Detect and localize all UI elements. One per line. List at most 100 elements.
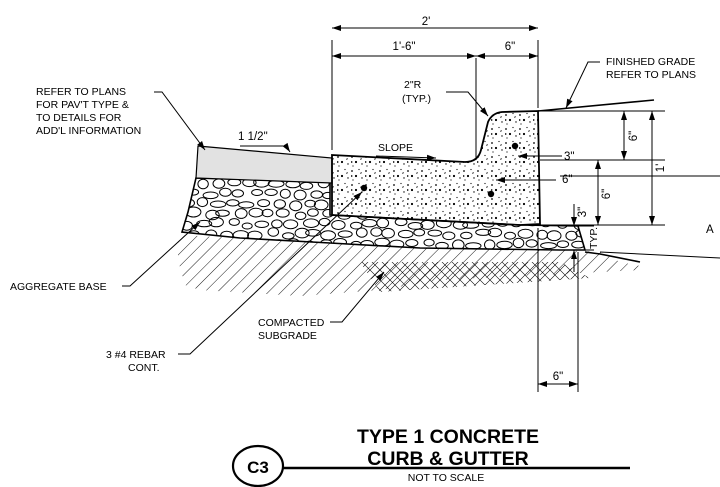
aggregate-stone <box>209 200 227 208</box>
aggregate-stone <box>228 218 240 226</box>
aggregate-stone <box>565 230 578 241</box>
edge-fragment-label: A <box>706 224 714 236</box>
aggregate-stone <box>307 208 319 217</box>
aggregate-stone <box>512 237 525 249</box>
aggregate-stone <box>427 229 443 237</box>
dim-total-depth: 1' <box>655 164 667 173</box>
top-dimensions: 2' 1'-6" 6" <box>331 16 539 160</box>
aggregate-stone <box>540 181 556 190</box>
aggregate-stone <box>261 208 274 218</box>
detail-id: C3 <box>247 458 269 477</box>
aggregate-stone <box>197 178 209 190</box>
aggregate-stone <box>405 239 419 247</box>
dim-rebar-offset-2: 6" <box>562 174 572 186</box>
aggregate-stone <box>310 190 324 199</box>
rebar-line2: CONT. <box>128 362 160 374</box>
compacted-subgrade <box>178 235 720 296</box>
aggregate-stone <box>271 219 283 229</box>
aggregate-stone <box>484 239 496 250</box>
aggregate-stone <box>202 191 219 200</box>
aggregate-stone <box>248 207 264 218</box>
subgrade-line2: SUBGRADE <box>258 330 317 342</box>
aggregate-stone <box>487 227 503 238</box>
aggregate-stone <box>517 228 534 239</box>
aggregate-stone <box>294 227 310 239</box>
aggregate-base-callout: AGGREGATE BASE <box>10 221 201 293</box>
aggregate-stone <box>541 200 556 209</box>
aggregate-stone <box>374 237 390 247</box>
slope-indicator: SLOPE <box>375 142 437 161</box>
radius-label: 2"R <box>404 79 422 91</box>
title-line2: CURB & GUTTER <box>367 448 528 470</box>
aggregate-stone <box>305 229 321 237</box>
aggregate-stone <box>355 227 368 238</box>
aggregate-stone <box>361 219 378 228</box>
title-line1: TYPE 1 CONCRETE <box>357 426 539 448</box>
rebar-offset-dims: 3" 6" <box>496 151 574 186</box>
aggregate-stone <box>573 198 585 207</box>
subgrade-callout: COMPACTED SUBGRADE <box>258 271 385 342</box>
aggregate-stone <box>376 217 390 229</box>
aggregate-stone <box>283 219 299 230</box>
aggregate-stone <box>313 199 329 211</box>
dim-bottom-width: 6" <box>553 371 563 383</box>
aggregate-base-label: AGGREGATE BASE <box>10 281 107 293</box>
aggregate-stone <box>264 188 278 197</box>
aggregate-stone <box>257 199 271 208</box>
aggregate-stone <box>556 240 570 248</box>
aggregate-stone <box>231 189 245 198</box>
refer-line2: FOR PAV'T TYPE & <box>36 99 129 111</box>
aggregate-stone <box>547 189 560 200</box>
aggregate-stone <box>331 220 346 230</box>
aggregate-stone <box>289 200 303 212</box>
aggregate-stone <box>580 188 585 197</box>
aggregate-stone <box>540 242 557 250</box>
dim-typ-3: 3" <box>577 207 589 217</box>
dim-typ-label: TYP. <box>588 227 600 249</box>
aggregate-stone <box>275 208 290 218</box>
concrete-curb-gutter <box>331 110 541 226</box>
aggregate-stone <box>370 227 383 237</box>
dim-base-depth: 6" <box>601 189 613 199</box>
subgrade-line1: COMPACTED <box>258 317 325 329</box>
aggregate-stone <box>546 230 562 242</box>
aggregate-stone <box>423 238 435 247</box>
refer-line3: TO DETAILS FOR <box>36 112 122 124</box>
finished-grade-callout: FINISHED GRADE REFER TO PLANS <box>565 56 696 109</box>
dim-top-overall: 2' <box>422 16 431 28</box>
aggregate-stone <box>208 216 224 228</box>
aggregate-stone <box>299 181 314 190</box>
refer-line4: ADD'L INFORMATION <box>36 125 141 137</box>
aggregate-stone <box>546 210 561 220</box>
refer-line1: REFER TO PLANS <box>36 86 126 98</box>
dim-rebar-offset: 3" <box>564 151 574 163</box>
aggregate-stone <box>182 180 195 189</box>
rebar-line1: 3 #4 REBAR <box>106 349 166 361</box>
radius-callout: 2"R (TYP.) <box>402 79 489 117</box>
pavement-section <box>195 145 333 184</box>
scale-note: NOT TO SCALE <box>408 472 484 484</box>
slope-label: SLOPE <box>378 142 413 154</box>
aggregate-stone <box>294 211 307 221</box>
aggregate-stone <box>304 199 317 208</box>
aggregate-stone <box>226 199 240 207</box>
title-block: TYPE 1 CONCRETE CURB & GUTTER NOT TO SCA… <box>231 426 630 487</box>
dim-curb-height: 6" <box>628 131 640 141</box>
aggregate-stone <box>553 200 568 208</box>
dim-pavement-thickness: 1 1/2" <box>238 131 268 143</box>
aggregate-stone <box>556 219 569 229</box>
aggregate-stone <box>205 209 220 221</box>
aggregate-stone <box>282 232 295 240</box>
aggregate-stone <box>496 240 513 250</box>
rebar-callout: 3 #4 REBAR CONT. <box>106 191 363 374</box>
refer-to-plans-callout: REFER TO PLANS FOR PAV'T TYPE & TO DETAI… <box>36 86 206 151</box>
aggregate-stone <box>563 210 576 219</box>
aggregate-stone <box>337 230 353 238</box>
aggregate-stone <box>561 191 577 200</box>
detail-id-bubble <box>231 444 285 487</box>
pavement-thickness-dim: 1 1/2" <box>238 131 291 153</box>
aggregate-stone <box>442 231 456 241</box>
bottom-width-dim: 6" <box>537 228 579 392</box>
aggregate-stone <box>350 221 363 230</box>
